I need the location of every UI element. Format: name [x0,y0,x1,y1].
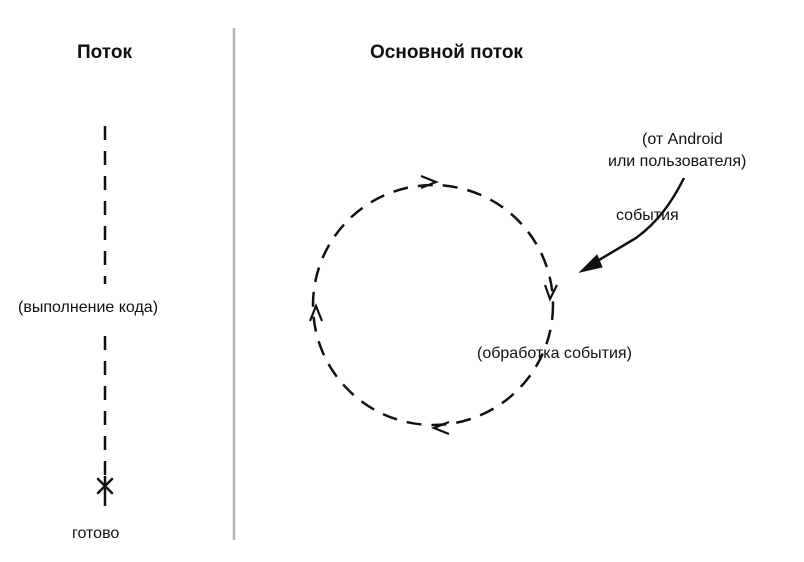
thread-title: Поток [77,42,132,63]
processing-label: (обработка события) [477,345,632,362]
loop-arrow-bottom-icon [431,420,450,436]
done-label: готово [72,525,120,542]
loop-arrow-top-icon [420,174,439,190]
execution-label: (выполнение кода) [18,299,159,316]
event-source-line1: (от Android [642,131,723,148]
done-x-marker [96,477,114,495]
events-arrow-icon [593,177,686,265]
event-loop-circle [311,183,555,427]
main-thread-title: Основной поток [370,42,523,63]
events-label: события [616,207,679,224]
loop-arrow-right-icon [543,284,558,302]
loop-arrow-left-icon [308,303,324,322]
event-source-line2: или пользователя) [608,153,747,170]
events-arrowhead-icon [578,254,603,273]
